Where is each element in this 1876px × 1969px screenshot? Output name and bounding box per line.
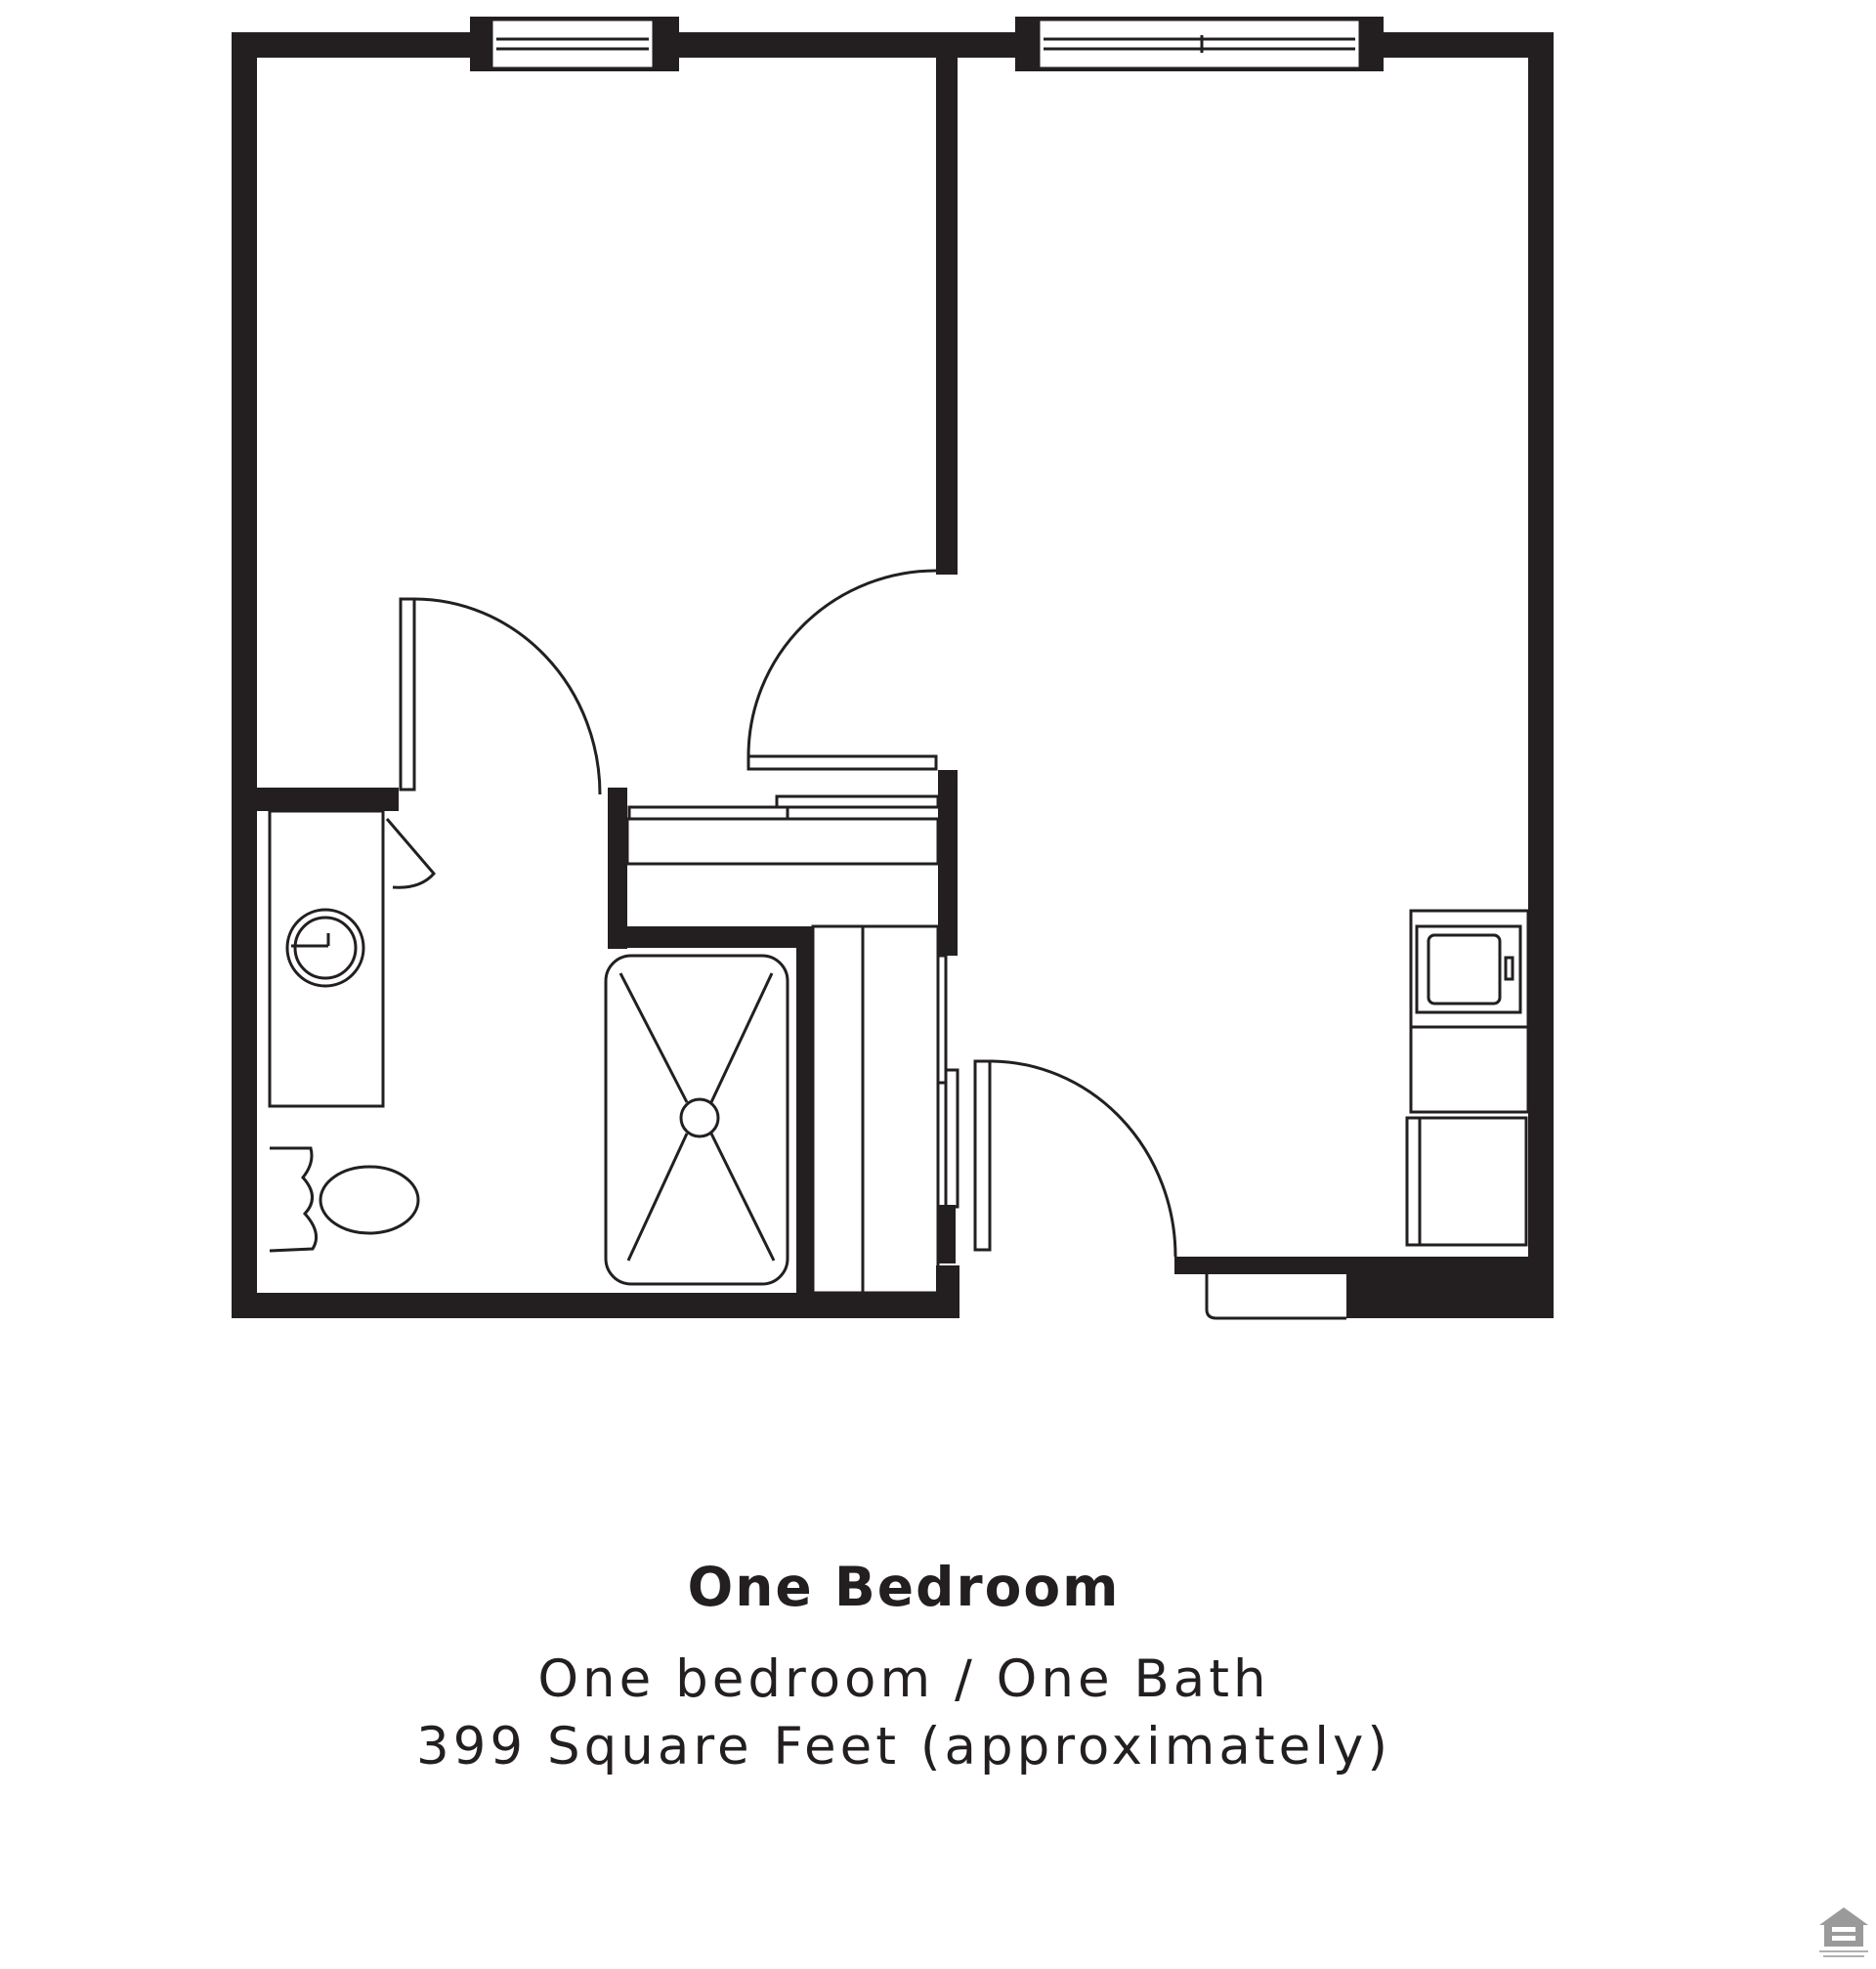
entry-door	[973, 1059, 992, 1252]
entry-closet-door-2	[944, 1068, 959, 1209]
bedroom-door-swing	[746, 569, 937, 757]
toilet-tank	[269, 1146, 319, 1253]
entry-closet-door	[936, 954, 948, 1085]
plan-layout: One bedroom / One Bath	[537, 1649, 1270, 1709]
equal-housing-opportunity-icon	[1819, 1907, 1868, 1957]
bathroom-door-swing	[413, 597, 602, 795]
bathroom-door	[399, 597, 416, 792]
window-living-room	[1015, 17, 1384, 71]
window-bedroom	[470, 17, 679, 71]
shower	[604, 954, 789, 1286]
floor-plan	[232, 17, 1554, 1320]
closet-shelf	[625, 817, 940, 866]
closet-door-left	[627, 805, 789, 821]
closet-door-right	[775, 794, 940, 809]
plan-area: 399 Square Feet (approximately)	[415, 1717, 1392, 1776]
shower-drain	[679, 1097, 720, 1138]
bathroom-vanity	[268, 809, 385, 1108]
bathroom-sink	[285, 908, 365, 988]
vanity-cabinet-door	[385, 818, 436, 889]
bedroom-door	[746, 754, 938, 771]
microwave	[1415, 924, 1522, 1014]
walls	[232, 32, 1554, 1318]
entry-closet	[811, 924, 940, 1295]
toilet-bowl	[319, 1165, 420, 1235]
refrigerator	[1405, 1116, 1528, 1247]
plan-title: One Bedroom	[687, 1556, 1121, 1618]
kitchen-counter	[1409, 909, 1530, 1114]
entry-door-swing	[989, 1059, 1177, 1258]
entry-threshold	[1205, 1274, 1346, 1320]
